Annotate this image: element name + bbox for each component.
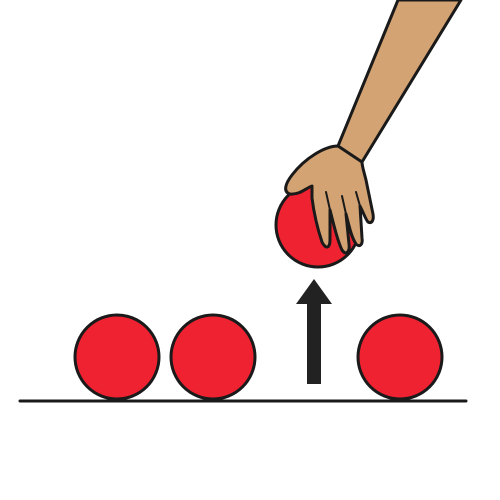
up-arrow-icon <box>296 279 332 384</box>
ball-middle-icon <box>169 313 257 401</box>
ball-left-icon <box>73 313 161 401</box>
hand-with-arm-icon <box>284 0 463 255</box>
ball-right-icon <box>356 313 444 401</box>
